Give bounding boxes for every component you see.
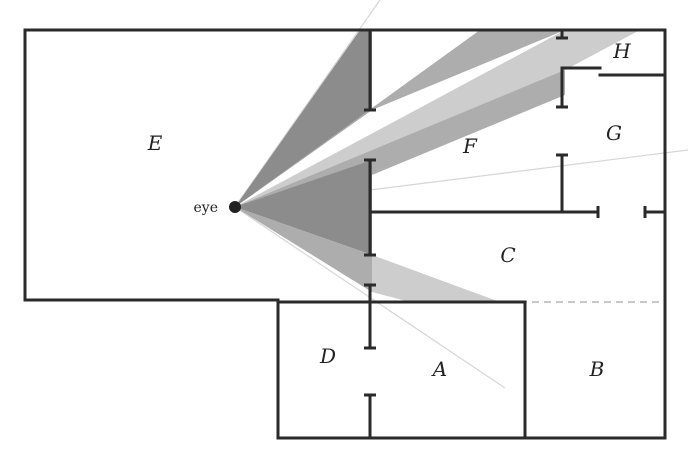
room-label-c: C <box>500 243 515 267</box>
cone-light-upper <box>235 30 640 207</box>
room-label-g: G <box>606 121 622 145</box>
walls <box>23 28 667 440</box>
cone-dark-middle <box>235 160 372 255</box>
door-ticks <box>364 36 647 397</box>
visibility-cones <box>235 30 640 302</box>
cone-mid-g <box>235 70 565 207</box>
room-label-d: D <box>319 344 336 368</box>
sight-line-top <box>234 0 381 208</box>
room-label-b: B <box>589 357 605 381</box>
eye-marker <box>229 201 241 213</box>
room-label-f: F <box>462 134 478 158</box>
room-label-h: H <box>612 39 631 63</box>
outer-wall <box>23 28 667 440</box>
room-labels: E F H G C D A B <box>147 39 632 381</box>
room-label-e: E <box>147 131 163 155</box>
room-label-a: A <box>431 357 447 381</box>
cone-mid-lower <box>235 207 372 292</box>
cone-dark-upper <box>235 30 372 207</box>
eye-label: eye <box>194 200 218 216</box>
